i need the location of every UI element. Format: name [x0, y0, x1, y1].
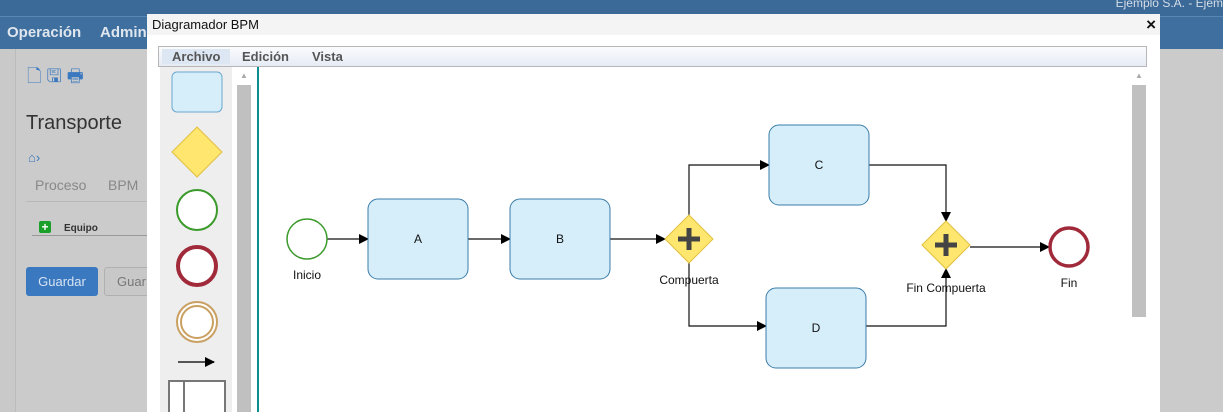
- divider: [26, 201, 151, 202]
- palette-end-event[interactable]: [176, 245, 218, 287]
- palette-pool[interactable]: [168, 380, 226, 412]
- node-d[interactable]: D: [765, 287, 867, 369]
- node-label: C: [815, 158, 824, 172]
- node-label: Inicio: [293, 268, 321, 282]
- top-header: Ejemplo S.A. - Ejem: [0, 0, 1223, 16]
- page-title: Transporte: [26, 112, 122, 134]
- save-button[interactable]: Guardar: [26, 267, 98, 296]
- nav-admin[interactable]: Admin: [100, 24, 147, 41]
- edge-gw1-c[interactable]: [688, 160, 770, 215]
- modal-title: Diagramador BPM: [147, 14, 1160, 35]
- menu-archivo[interactable]: Archivo: [162, 49, 231, 64]
- tag-icon[interactable]: ⌂›: [28, 150, 41, 165]
- node-label: A: [414, 232, 422, 246]
- tab-proceso[interactable]: Proceso: [35, 177, 87, 193]
- node-label: Fin: [1061, 276, 1078, 290]
- nav-operacion[interactable]: Operación: [7, 24, 82, 41]
- node-fin[interactable]: Fin: [1048, 226, 1090, 290]
- account-label[interactable]: Ejemplo S.A. - Ejem: [1115, 0, 1223, 10]
- close-icon[interactable]: ×: [1146, 15, 1156, 34]
- node-label: Fin Compuerta: [906, 281, 986, 295]
- section-equipo: Equipo: [64, 223, 98, 234]
- edge-c-gw2[interactable]: [869, 164, 951, 222]
- node-gw2[interactable]: Fin Compuerta: [906, 220, 986, 295]
- node-label: Compuerta: [659, 273, 719, 287]
- menu-edicion[interactable]: Edición: [242, 49, 289, 64]
- palette-gateway[interactable]: [171, 126, 223, 178]
- menu-vista[interactable]: Vista: [312, 49, 343, 64]
- divider: [32, 235, 152, 236]
- palette-task[interactable]: [171, 71, 223, 113]
- shape-palette: [160, 67, 232, 412]
- tab-bpm[interactable]: BPM: [108, 177, 139, 193]
- palette-intermediate-event[interactable]: [176, 301, 218, 343]
- palette-start-event[interactable]: [176, 189, 218, 231]
- node-label: D: [812, 321, 821, 335]
- palette-scrollbar[interactable]: ▲: [237, 67, 251, 412]
- node-c[interactable]: C: [768, 124, 870, 206]
- add-icon[interactable]: +: [39, 221, 51, 233]
- menu-bar: Archivo Edición Vista: [158, 46, 1147, 67]
- edge-d-gw2[interactable]: [866, 268, 951, 327]
- node-b[interactable]: B: [509, 198, 611, 280]
- node-label: B: [556, 232, 564, 246]
- left-rail: [0, 49, 16, 412]
- edge-gw1-d[interactable]: [688, 263, 767, 331]
- toolbar-icons[interactable]: 🗋 🖫 🖶: [27, 66, 84, 86]
- node-inicio[interactable]: Inicio: [286, 218, 328, 282]
- canvas-scrollbar[interactable]: ▲: [1132, 67, 1146, 412]
- node-gw1[interactable]: Compuerta: [659, 214, 719, 287]
- node-a[interactable]: A: [367, 198, 469, 280]
